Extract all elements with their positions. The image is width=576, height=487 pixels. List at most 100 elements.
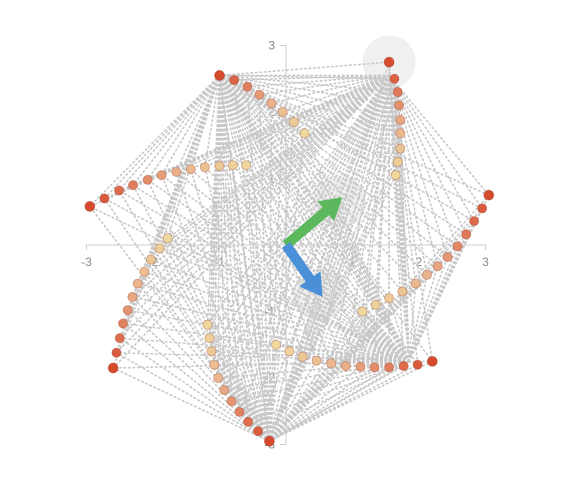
connector-line (118, 189, 410, 363)
trail-point (171, 166, 182, 177)
connector-line (268, 343, 277, 442)
connector-line (118, 74, 390, 339)
connector-line (388, 74, 405, 367)
connector-line (132, 74, 221, 186)
connector-line (232, 164, 410, 363)
connector-line (232, 164, 271, 442)
trail-point (263, 435, 275, 447)
connector-line (218, 74, 396, 80)
x-tick-label: 2 (416, 255, 423, 269)
connector-line (247, 74, 390, 423)
trail-point (202, 319, 213, 330)
connector-line (388, 74, 434, 363)
connector-line (373, 74, 390, 369)
connector-line (136, 282, 271, 442)
connector-line (388, 74, 417, 285)
connector-line (246, 85, 271, 442)
connector-line (268, 366, 376, 442)
connector-line (268, 362, 333, 442)
connector-line (218, 61, 390, 77)
connector-line (217, 74, 390, 379)
connector-line (245, 164, 271, 442)
trail-point (483, 189, 495, 201)
vectors (281, 197, 343, 297)
trail-point (395, 143, 406, 154)
connector-line (208, 74, 221, 339)
connector-line (270, 74, 390, 105)
connector-line (394, 174, 410, 363)
connector-line (268, 359, 318, 442)
connector-line (166, 237, 410, 363)
connector-line (315, 74, 390, 362)
connector-line (218, 74, 318, 362)
connector-line (204, 166, 410, 363)
connector-line (268, 360, 434, 442)
trail-point (421, 269, 432, 280)
connector-line (166, 237, 271, 442)
connector-line (388, 74, 459, 248)
connector-line (230, 74, 390, 403)
trail-point (311, 355, 322, 366)
connector-line (268, 111, 284, 442)
trail-point (111, 347, 122, 358)
connector-line (218, 74, 417, 285)
connector-line (213, 74, 221, 366)
connector-line (345, 74, 390, 367)
connector-line (268, 91, 399, 442)
trail-points (84, 56, 495, 447)
connector-line (268, 61, 390, 442)
connector-line (268, 350, 291, 442)
trail-point (477, 203, 488, 214)
trail-point (243, 416, 254, 427)
connector-line (118, 337, 271, 442)
connector-line (268, 77, 396, 442)
connector-line (268, 310, 364, 442)
trail-point (114, 333, 125, 344)
trail-point (254, 89, 265, 100)
connector-line (206, 74, 221, 326)
connector-line (112, 367, 271, 442)
connector-line (293, 121, 410, 363)
connector-line (257, 74, 390, 433)
connector-line (330, 74, 390, 365)
trail-point (398, 361, 409, 372)
connector-line (388, 74, 419, 366)
connector-line (204, 166, 271, 442)
vector-arrow (281, 242, 323, 297)
trail-point (229, 75, 240, 86)
y-tick-label: 1 (268, 172, 275, 186)
connector-line (232, 74, 390, 166)
trail-point (154, 243, 165, 254)
connector-line (218, 74, 277, 346)
trail-point (142, 174, 153, 185)
connector-line (374, 304, 410, 363)
connector-line (238, 74, 390, 413)
trail-point (118, 318, 129, 329)
connector-line (218, 74, 468, 236)
trail-point (213, 372, 224, 383)
vector-arrow (282, 197, 343, 249)
connector-line (218, 74, 225, 391)
connector-line (132, 184, 271, 442)
connector-line (143, 270, 271, 442)
connector-line (230, 360, 410, 403)
trail-point (214, 160, 225, 171)
trail-point (369, 362, 380, 373)
connector-line (166, 74, 390, 240)
trail-point (139, 266, 150, 277)
connector-line (218, 74, 449, 258)
trail-point (227, 160, 238, 171)
trail-point (397, 286, 408, 297)
connector-line (146, 74, 221, 181)
connector-line (218, 74, 259, 433)
trail-point (288, 116, 299, 127)
connector-line (89, 205, 271, 442)
connector-line (175, 171, 410, 363)
trail-point (384, 293, 395, 304)
connector-line (206, 74, 390, 326)
connector-line (122, 74, 390, 325)
connector-line (218, 74, 247, 166)
connector-line (218, 74, 434, 363)
trail-point (122, 305, 133, 316)
